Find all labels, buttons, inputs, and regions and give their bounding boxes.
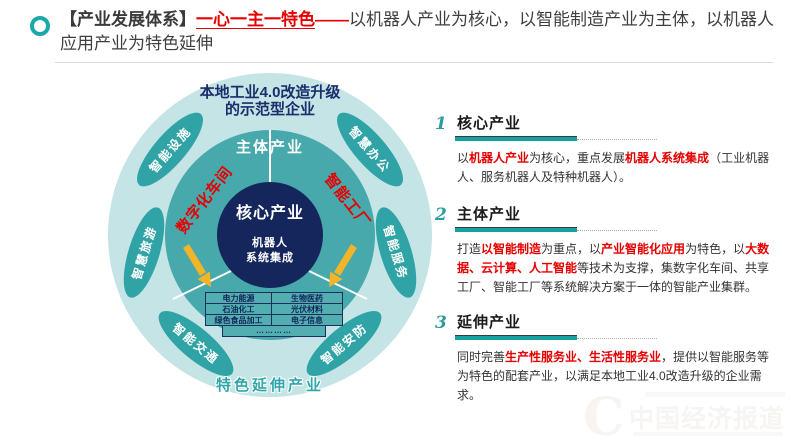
- extension-industry-table: 电力能源 生物医药 石油化工 光伏材料 绿色食品加工 电子信息 …………: [205, 292, 343, 337]
- core-industry-circle: 核心产业 机器人 系统集成: [217, 182, 323, 288]
- section-main-industry: 2 主体产业 打造以智能制造为重点，以产业智能化应用为特色，以大数据、云计算、人…: [432, 203, 788, 297]
- table-more-cell: …………: [222, 325, 326, 337]
- watermark-small-text-bar: [645, 392, 785, 397]
- watermark-text: 中国经济报道: [629, 405, 786, 433]
- section-paragraph: 打造以智能制造为重点，以产业智能化应用为特色，以大数据、云计算、人工智能等技术为…: [457, 242, 770, 294]
- circle-top-title: 本地工业4.0改造升级 的示范型企业: [108, 84, 432, 118]
- header-divider: [55, 62, 773, 63]
- section-title: 核心产业: [457, 115, 522, 132]
- core-sub-line1: 机器人: [252, 237, 288, 249]
- underline-bar: [455, 136, 577, 141]
- main-industry-label: 主体产业: [235, 139, 304, 156]
- underline-dots: [577, 227, 657, 231]
- core-industry-title: 核心产业: [235, 205, 304, 222]
- core-sub-line2: 系统集成: [246, 252, 294, 264]
- section-underline: [455, 227, 788, 232]
- section-underline: [455, 335, 788, 340]
- section-paragraph: 同时完善生产性服务业、生活性服务业，提供以智能服务等为特色的配套产业，以满足本地…: [457, 350, 770, 402]
- section-number: 3: [435, 313, 447, 333]
- table-row: 绿色食品加工 电子信息: [205, 314, 343, 326]
- watermark-underline-bar: [633, 432, 783, 436]
- table-cell: 电子信息: [271, 314, 343, 326]
- underline-bar: [455, 227, 577, 232]
- underline-bar: [455, 335, 577, 340]
- section-number: 1: [435, 114, 447, 134]
- table-row: 石油化工 光伏材料: [205, 303, 343, 315]
- page-title: 【产业发展体系】一心一主一特色——以机器人产业为核心，以智能制造产业为主体，以机…: [60, 10, 774, 53]
- circle-top-title-line1: 本地工业4.0改造升级: [199, 84, 341, 101]
- section-paragraph: 以机器人产业为核心，重点发展机器人系统集成（工业机器人、服务机器人及特种机器人）…: [457, 151, 770, 184]
- underline-dots: [577, 136, 657, 140]
- extension-industry-arc-label: 特色延伸产业: [215, 377, 324, 394]
- circle-top-title-line2: 的示范型企业: [224, 101, 315, 118]
- watermark: C 中国经济报道: [583, 392, 798, 444]
- bullet-ring-icon: [30, 16, 50, 36]
- watermark-logo-icon: C: [583, 387, 625, 448]
- underline-dots: [577, 335, 657, 339]
- table-cell: 绿色食品加工: [205, 314, 272, 326]
- section-extension-industry: 3 延伸产业 同时完善生产性服务业、生活性服务业，提供以智能服务等为特色的配套产…: [432, 311, 788, 405]
- core-industry-subtitle: 机器人 系统集成: [217, 236, 323, 266]
- section-core-industry: 1 核心产业 以机器人产业为核心，重点发展机器人系统集成（工业机器人、服务机器人…: [432, 112, 788, 187]
- section-title: 主体产业: [457, 206, 522, 223]
- section-title: 延伸产业: [457, 314, 522, 331]
- section-underline: [455, 136, 788, 141]
- section-number: 2: [435, 205, 447, 225]
